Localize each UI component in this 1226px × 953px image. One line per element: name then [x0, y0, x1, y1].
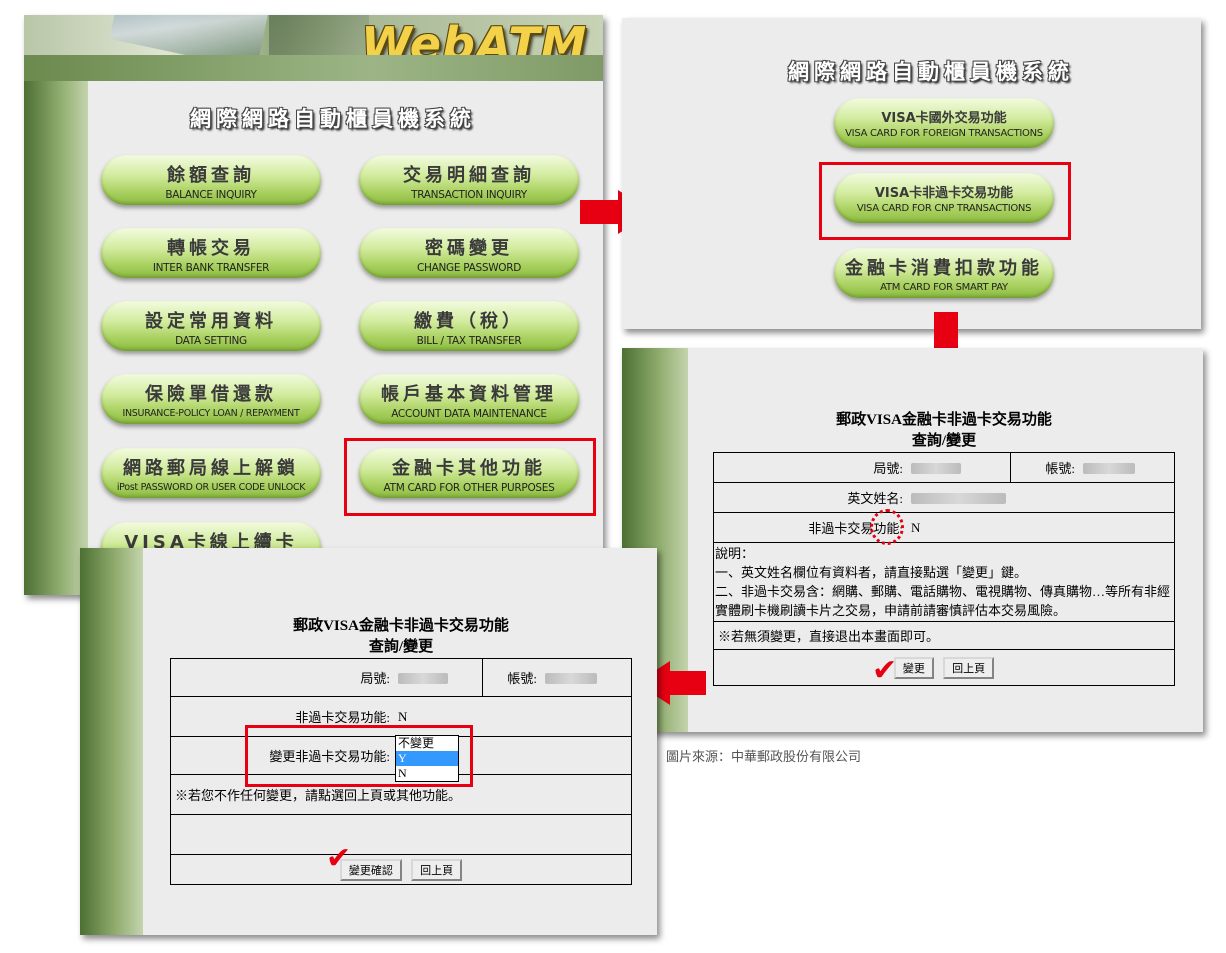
cnp-query-panel: 郵政VISA金融卡非過卡交易功能 查詢/變更 局號: 帳號: 英文姓名: 非過卡…: [622, 348, 1203, 732]
button-label-en: ATM CARD FOR SMART PAY: [880, 282, 1008, 293]
option-n[interactable]: N: [398, 766, 407, 780]
atm-smart-pay-button[interactable]: 金融卡消費扣款功能 ATM CARD FOR SMART PAY: [834, 248, 1054, 298]
button-label-zh: VISA卡線上續卡: [124, 532, 298, 553]
empty-row: [170, 814, 632, 855]
transaction-inquiry-button[interactable]: 交易明細查詢 TRANSACTION INQUIRY: [359, 155, 579, 205]
button-label-zh: 金融卡其他功能: [392, 458, 546, 479]
note-1: 一、英文姓名欄位有資料者，請直接點選「變更」鍵。: [715, 565, 1028, 580]
note-2: 二、非過卡交易含：網購、郵購、電話購物、電視購物、傳真購物…等所有非經實體刷卡機…: [715, 584, 1171, 618]
change-password-button[interactable]: 密碼變更 CHANGE PASSWORD: [359, 228, 579, 278]
branch-label: 局號:: [713, 452, 907, 483]
button-label-zh: 密碼變更: [425, 238, 513, 259]
banner-bottom-strip: [24, 55, 603, 81]
button-label-zh: 網路郵局線上解鎖: [123, 458, 299, 479]
change-button[interactable]: 變更: [893, 656, 934, 679]
button-label-zh: 轉帳交易: [167, 238, 255, 259]
back-button[interactable]: 回上頁: [943, 656, 995, 679]
notes-heading: 說明：: [715, 546, 755, 561]
form-title-line1: 郵政VISA金融卡非過卡交易功能: [836, 412, 1052, 428]
insurance-policy-loan-button[interactable]: 保險單借還款 INSURANCE-POLICY LOAN / REPAYMENT: [101, 374, 321, 424]
account-value: [1079, 452, 1175, 483]
button-label-zh: 餘額查詢: [167, 165, 255, 186]
button-label-en: ATM CARD FOR OTHER PURPOSES: [383, 482, 555, 494]
system-title: 網際網路自動櫃員機系統: [190, 107, 476, 131]
action-row: 變更確認 回上頁: [170, 854, 632, 885]
change-cnp-dropdown[interactable]: 不變更 Y N: [395, 735, 459, 782]
cnp-function-label: 非過卡交易功能:: [170, 696, 394, 737]
visa-cnp-transactions-button[interactable]: VISA卡非過卡交易功能 VISA CARD FOR CNP TRANSACTI…: [834, 173, 1054, 223]
form-title-line2: 查詢/變更: [911, 433, 977, 449]
button-label-en: VISA CARD FOR FOREIGN TRANSACTIONS: [845, 128, 1043, 139]
button-label-zh: 繳費（稅）: [414, 311, 524, 332]
atm-card-other-purposes-button[interactable]: 金融卡其他功能 ATM CARD FOR OTHER PURPOSES: [359, 448, 579, 498]
visa-foreign-transactions-button[interactable]: VISA卡國外交易功能 VISA CARD FOR FOREIGN TRANSA…: [834, 98, 1054, 148]
button-label-en: VISA CARD FOR CNP TRANSACTIONS: [856, 203, 1032, 214]
button-label-zh: 帳戶基本資料管理: [381, 384, 557, 405]
account-value: [541, 658, 632, 697]
ipost-unlock-button[interactable]: 網路郵局線上解鎖 iPost PASSWORD OR USER CODE UNL…: [101, 448, 321, 498]
system-title: 網際網路自動櫃員機系統: [788, 60, 1074, 84]
branch-value: [907, 452, 1011, 483]
webatm-main-menu-panel: WebATM 網際網路自動櫃員機系統 餘額查詢 BALANCE INQUIRY …: [24, 15, 603, 595]
button-label-zh: 保險單借還款: [145, 384, 277, 405]
change-cnp-select-cell: 不變更 Y N: [394, 735, 632, 782]
atm-card-other-functions-panel: 網際網路自動櫃員機系統 VISA卡國外交易功能 VISA CARD FOR FO…: [622, 18, 1201, 329]
source-caption: 圖片來源：中華郵政股份有限公司: [666, 750, 862, 765]
account-label: 帳號:: [1010, 452, 1079, 483]
button-label-en: ACCOUNT DATA MAINTENANCE: [391, 408, 547, 420]
action-row: 變更 回上頁: [713, 649, 1175, 686]
notes-cell: 說明： 一、英文姓名欄位有資料者，請直接點選「變更」鍵。 二、非過卡交易含：網購…: [713, 542, 1175, 622]
checkmark-confirm: ✔: [326, 841, 352, 876]
button-label-en: BILL / TAX TRANSFER: [416, 335, 522, 347]
account-label: 帳號:: [482, 658, 541, 697]
button-label-en: INSURANCE-POLICY LOAN / REPAYMENT: [122, 408, 300, 419]
button-label-zh: 設定常用資料: [145, 311, 277, 332]
button-label-zh: VISA卡非過卡交易功能: [874, 186, 1014, 201]
button-label-en: BALANCE INQUIRY: [165, 189, 257, 201]
english-name-label: 英文姓名:: [713, 482, 907, 513]
form-title: 郵政VISA金融卡非過卡交易功能 查詢/變更: [714, 408, 1174, 450]
english-name-value: [907, 482, 1175, 513]
highlight-box-visa-cnp: [819, 162, 1071, 240]
option-y[interactable]: Y: [396, 751, 458, 766]
button-label-en: iPost PASSWORD OR USER CODE UNLOCK: [116, 482, 306, 493]
branch-value: [394, 658, 483, 697]
highlight-box-atm-other: [344, 438, 596, 516]
cnp-change-panel: 郵政VISA金融卡非過卡交易功能 查詢/變更 局號: 帳號: 非過卡交易功能: …: [80, 548, 657, 935]
cnp-function-value: N: [907, 512, 1175, 543]
back-button[interactable]: 回上頁: [411, 858, 463, 881]
checkmark-change: ✔: [872, 653, 898, 688]
inter-bank-transfer-button[interactable]: 轉帳交易 INTER BANK TRANSFER: [101, 228, 321, 278]
button-label-en: DATA SETTING: [175, 335, 247, 347]
cnp-query-table: 局號: 帳號: 英文姓名: 非過卡交易功能: N 說明： 一、英文姓名欄位有資料…: [713, 452, 1175, 686]
button-label-en: INTER BANK TRANSFER: [152, 262, 270, 274]
note-3: ※若無須變更，直接退出本畫面即可。: [713, 621, 1175, 650]
highlight-box-change-select: [245, 725, 473, 787]
bill-tax-transfer-button[interactable]: 繳費（稅） BILL / TAX TRANSFER: [359, 301, 579, 351]
account-data-maintenance-button[interactable]: 帳戶基本資料管理 ACCOUNT DATA MAINTENANCE: [359, 374, 579, 424]
option-no-change[interactable]: 不變更: [398, 736, 435, 750]
value-circle-highlight: [870, 509, 904, 545]
button-label-en: CHANGE PASSWORD: [416, 262, 522, 274]
button-label-zh: VISA卡國外交易功能: [881, 111, 1007, 126]
form-title-line1: 郵政VISA金融卡非過卡交易功能: [293, 618, 509, 634]
form-title: 郵政VISA金融卡非過卡交易功能 查詢/變更: [170, 614, 632, 656]
confirm-change-button[interactable]: 變更確認: [339, 858, 402, 881]
cnp-function-value: N: [394, 696, 632, 737]
balance-inquiry-button[interactable]: 餘額查詢 BALANCE INQUIRY: [101, 155, 321, 205]
branch-label: 局號:: [170, 658, 394, 697]
form-title-line2: 查詢/變更: [368, 639, 434, 655]
data-setting-button[interactable]: 設定常用資料 DATA SETTING: [101, 301, 321, 351]
button-label-en: TRANSACTION INQUIRY: [411, 189, 527, 201]
change-cnp-label: 變更非過卡交易功能:: [170, 736, 394, 775]
left-green-sidebar: [80, 548, 143, 935]
button-label-zh: 金融卡消費扣款功能: [845, 258, 1043, 279]
left-green-sidebar: [24, 81, 88, 595]
button-label-zh: 交易明細查詢: [403, 165, 535, 186]
